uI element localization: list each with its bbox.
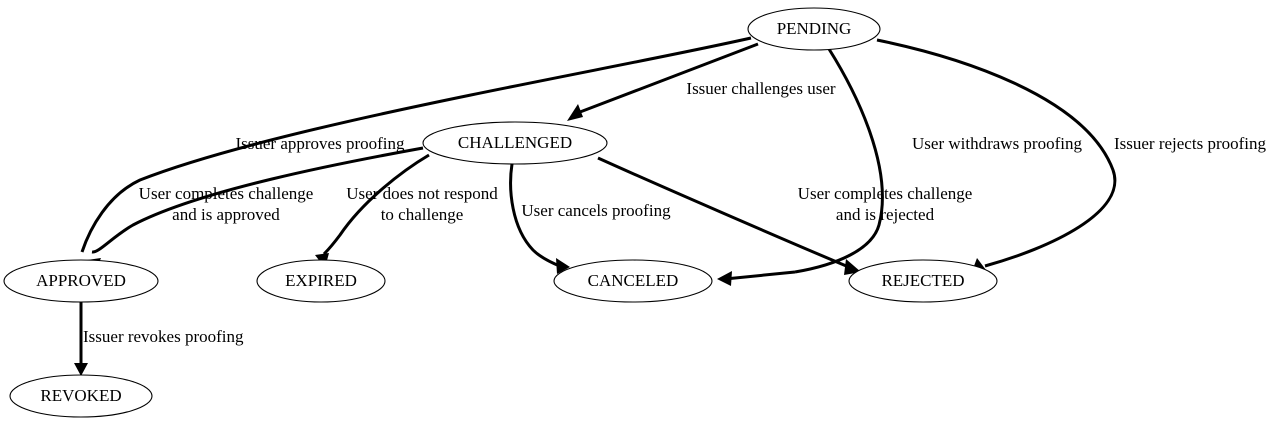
edge-label-challenged-expired-line1: User does not respond [346, 184, 498, 203]
edge-challenged-expired[interactable]: User does not respond to challenge [315, 153, 498, 268]
node-label-revoked: REVOKED [40, 386, 121, 405]
edge-label-pending-rejected: Issuer rejects proofing [1114, 134, 1267, 153]
node-approved[interactable]: APPROVED [3, 259, 159, 303]
edge-label-pending-approved: Issuer approves proofing [235, 134, 405, 153]
edge-pending-challenged[interactable]: Issuer challenges user [567, 42, 836, 121]
edge-path-pending-approved [80, 36, 752, 253]
node-label-approved: APPROVED [36, 271, 126, 290]
node-challenged[interactable]: CHALLENGED [422, 121, 608, 165]
node-shape-revoked [9, 374, 153, 418]
edge-label-challenged-rejected-line1: User completes challenge [798, 184, 973, 203]
edge-path-pending-canceled-tail [724, 270, 796, 281]
arrowhead-pending-challenged [567, 104, 583, 121]
node-revoked[interactable]: REVOKED [9, 374, 153, 418]
edge-path-challenged-expired [322, 153, 430, 256]
edge-path-challenged-rejected [597, 156, 852, 270]
edge-label-challenged-canceled: User cancels proofing [521, 201, 671, 220]
arrowhead-challenged-canceled [556, 258, 570, 274]
edge-pending-rejected[interactable]: Issuer rejects proofing [876, 38, 1267, 274]
edge-label-approved-revoked: Issuer revokes proofing [83, 327, 244, 346]
edge-path-pending-challenged [579, 42, 759, 114]
edge-path-pending-rejected [876, 38, 1117, 268]
arrowhead-approved-revoked [74, 363, 88, 376]
edge-challenged-rejected[interactable]: User completes challenge and is rejected [597, 156, 973, 275]
node-canceled[interactable]: CANCELED [553, 259, 713, 303]
node-shape-approved [3, 259, 159, 303]
node-shape-canceled [553, 259, 713, 303]
node-shape-challenged [422, 121, 608, 165]
node-expired[interactable]: EXPIRED [256, 259, 386, 303]
node-label-expired: EXPIRED [285, 271, 357, 290]
edge-label-challenged-approved-line1: User completes challenge [139, 184, 314, 203]
node-shape-expired [256, 259, 386, 303]
edge-path-challenged-approved [91, 146, 424, 254]
node-label-pending: PENDING [777, 19, 852, 38]
node-shape-rejected [848, 259, 998, 303]
node-label-challenged: CHALLENGED [458, 133, 572, 152]
edge-label-challenged-approved-line2: and is approved [172, 205, 280, 224]
edge-pending-approved[interactable]: Issuer approves proofing [75, 36, 752, 272]
edge-path-challenged-canceled [509, 163, 563, 269]
edge-challenged-approved[interactable]: User completes challenge and is approved [87, 146, 424, 272]
node-rejected[interactable]: REJECTED [848, 259, 998, 303]
edge-label-pending-canceled: User withdraws proofing [912, 134, 1082, 153]
edge-label-challenged-expired-line2: to challenge [381, 205, 464, 224]
edge-approved-revoked[interactable]: Issuer revokes proofing [74, 302, 244, 376]
node-label-rejected: REJECTED [881, 271, 964, 290]
node-label-canceled: CANCELED [588, 271, 679, 290]
arrowhead-pending-canceled [717, 271, 732, 286]
edge-label-pending-challenged: Issuer challenges user [686, 79, 836, 98]
node-shape-pending [747, 7, 881, 51]
node-pending[interactable]: PENDING [747, 7, 881, 51]
edge-challenged-canceled[interactable]: User cancels proofing [509, 163, 671, 274]
edge-label-challenged-rejected-line2: and is rejected [836, 205, 935, 224]
